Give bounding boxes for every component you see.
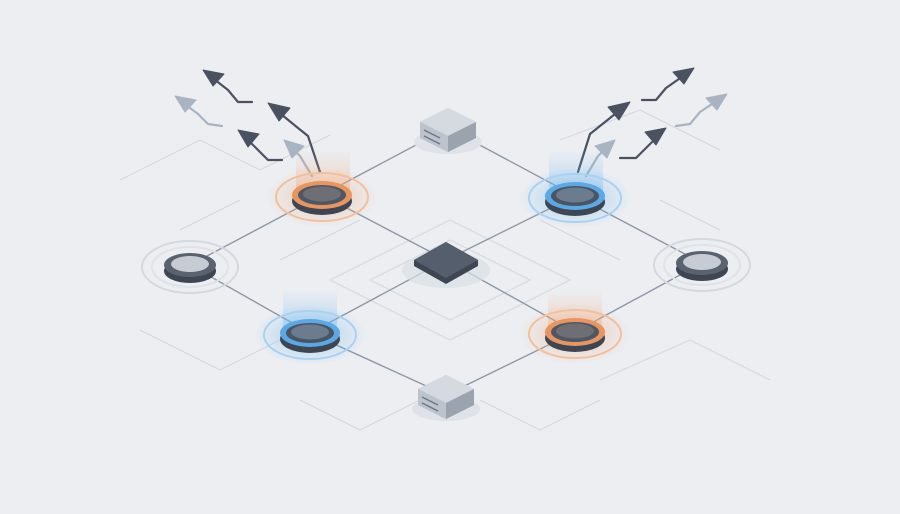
server-rack-icon (421, 396, 439, 406)
arrow-head-7 (705, 93, 728, 111)
arrow-head-8 (607, 101, 631, 121)
node-right (653, 238, 751, 292)
arrow-head-1 (202, 69, 225, 87)
arrow-head-4 (237, 129, 260, 148)
arrow-head-9 (644, 127, 667, 146)
node-left (141, 240, 239, 294)
background-circuit-traces (119, 109, 771, 431)
node-orange-bottom (519, 304, 631, 364)
central-hub (402, 242, 490, 288)
arrow-head-6 (672, 67, 695, 85)
arrow-head-3 (267, 102, 291, 122)
server-bottom (412, 375, 480, 421)
arrow-up-right-1 (640, 72, 688, 102)
arrow-up-left-2 (180, 100, 224, 128)
network-switch-icon (414, 242, 478, 278)
server-top (414, 108, 482, 154)
arrow-head-2 (174, 95, 197, 113)
node-blue-bottom (254, 305, 366, 365)
node-orange-top (266, 167, 378, 227)
arrow-up-left-4 (244, 136, 284, 162)
arrow-up-right-2 (674, 98, 720, 128)
node-blue-top (519, 168, 631, 228)
server-rack-icon (423, 129, 441, 139)
arrow-up-right-4 (618, 134, 660, 160)
arrow-up-left-1 (208, 74, 254, 104)
